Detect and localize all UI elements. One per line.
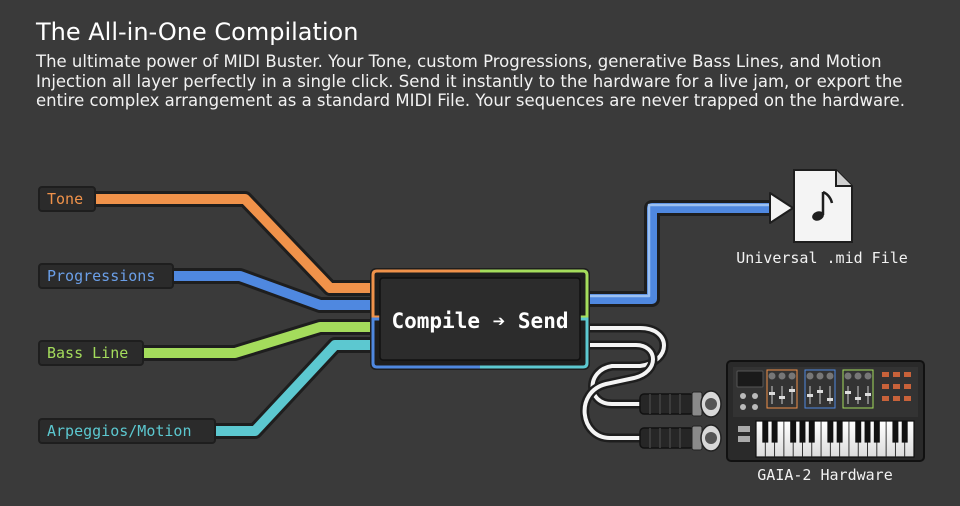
progressions-label: Progressions xyxy=(47,267,155,285)
black-key xyxy=(790,421,797,443)
black-key xyxy=(808,421,815,443)
black-key xyxy=(771,421,778,443)
input-pipes xyxy=(40,191,380,439)
midi-cables xyxy=(580,323,669,443)
music-file-icon xyxy=(793,169,853,243)
compile-send-box: Compile ➔ Send xyxy=(370,268,590,370)
file-output-pipe xyxy=(588,192,794,307)
black-key xyxy=(855,421,862,443)
tone-pipe-fill xyxy=(40,194,380,293)
black-key xyxy=(836,421,843,443)
midi-plug-icon xyxy=(639,424,722,452)
black-key xyxy=(892,421,899,443)
midi-file-label: Universal .mid File xyxy=(736,249,908,267)
compile-send-label: Compile ➔ Send xyxy=(391,309,568,333)
black-key xyxy=(864,421,871,443)
hardware-label: GAIA-2 Hardware xyxy=(757,466,892,484)
tone-label: Tone xyxy=(47,190,83,208)
bass-line-label: Bass Line xyxy=(47,344,128,362)
black-key xyxy=(873,421,880,443)
midi-plug-icon xyxy=(639,390,722,418)
black-key xyxy=(799,421,806,443)
page-description: The ultimate power of MIDI Buster. Your … xyxy=(36,52,905,110)
black-key xyxy=(762,421,769,443)
page-title: The All-in-One Compilation xyxy=(36,18,359,46)
input-label-bass-line: Bass Line xyxy=(38,340,144,366)
synthesizer-icon xyxy=(726,360,925,462)
black-key xyxy=(901,421,908,443)
input-label-tone: Tone xyxy=(38,186,96,212)
black-key xyxy=(827,421,834,443)
input-label-arpeggios: Arpeggios/Motion xyxy=(38,418,216,444)
input-label-progressions: Progressions xyxy=(38,263,174,289)
arrow-right-icon xyxy=(769,192,794,224)
arpeggios-label: Arpeggios/Motion xyxy=(47,422,192,440)
